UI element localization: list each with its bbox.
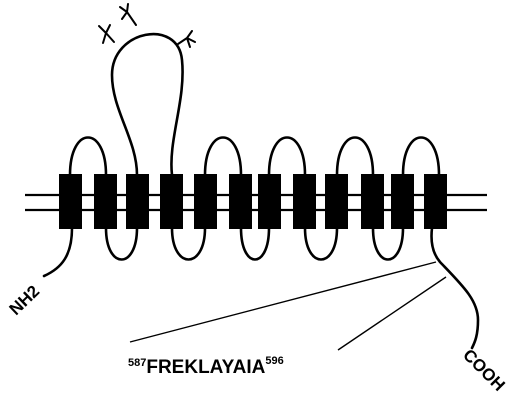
c-terminal-tail <box>431 228 478 348</box>
tm-helix-2 <box>94 174 117 229</box>
tm-helix-4 <box>160 174 183 229</box>
callout-line-upper <box>130 262 436 342</box>
glycan-branch-2 <box>120 4 136 25</box>
extracellular-loop-7-8 <box>269 138 305 176</box>
tm-helix-10 <box>361 174 384 229</box>
glycan-branch-3 <box>178 31 195 47</box>
intracellular-loop-8-9 <box>305 228 337 260</box>
tm-helix-5 <box>194 174 217 229</box>
tm-helix-3 <box>126 174 149 229</box>
intracellular-loop-6-7 <box>241 228 269 260</box>
intracellular-loop-4-5 <box>172 228 205 260</box>
glycan-branch-1 <box>99 25 114 43</box>
c-terminus-label: COOH <box>459 345 508 394</box>
extracellular-loop-1-2 <box>70 138 106 176</box>
glycosylated-loop <box>112 34 183 175</box>
tm-helix-1 <box>59 174 82 229</box>
n-terminus-label: NH2 <box>6 282 44 319</box>
peptide-sequence: FREKLAYAIA <box>146 357 265 378</box>
peptide-callout <box>130 262 446 350</box>
tm-helix-12 <box>424 174 447 229</box>
tm-helix-11 <box>391 174 414 229</box>
glycosylation-sites <box>99 4 195 47</box>
tm-helix-6 <box>229 174 252 229</box>
intracellular-loop-10-11 <box>373 228 403 260</box>
peptide-label: 587FREKLAYAIA596 <box>128 355 284 378</box>
intracellular-loop-2-3 <box>106 228 137 260</box>
extracellular-loop-9-10 <box>337 138 373 176</box>
peptide-start-number: 587 <box>128 357 146 369</box>
callout-line-lower <box>338 277 446 350</box>
extracellular-loop-11-12 <box>403 138 439 176</box>
extracellular-loop-5-6 <box>205 138 241 176</box>
tm-helix-7 <box>258 174 281 229</box>
peptide-end-number: 596 <box>265 355 283 367</box>
tm-helix-9 <box>325 174 348 229</box>
tm-helix-8 <box>293 174 316 229</box>
transmembrane-helices <box>59 174 447 229</box>
n-terminal-tail <box>44 228 72 276</box>
